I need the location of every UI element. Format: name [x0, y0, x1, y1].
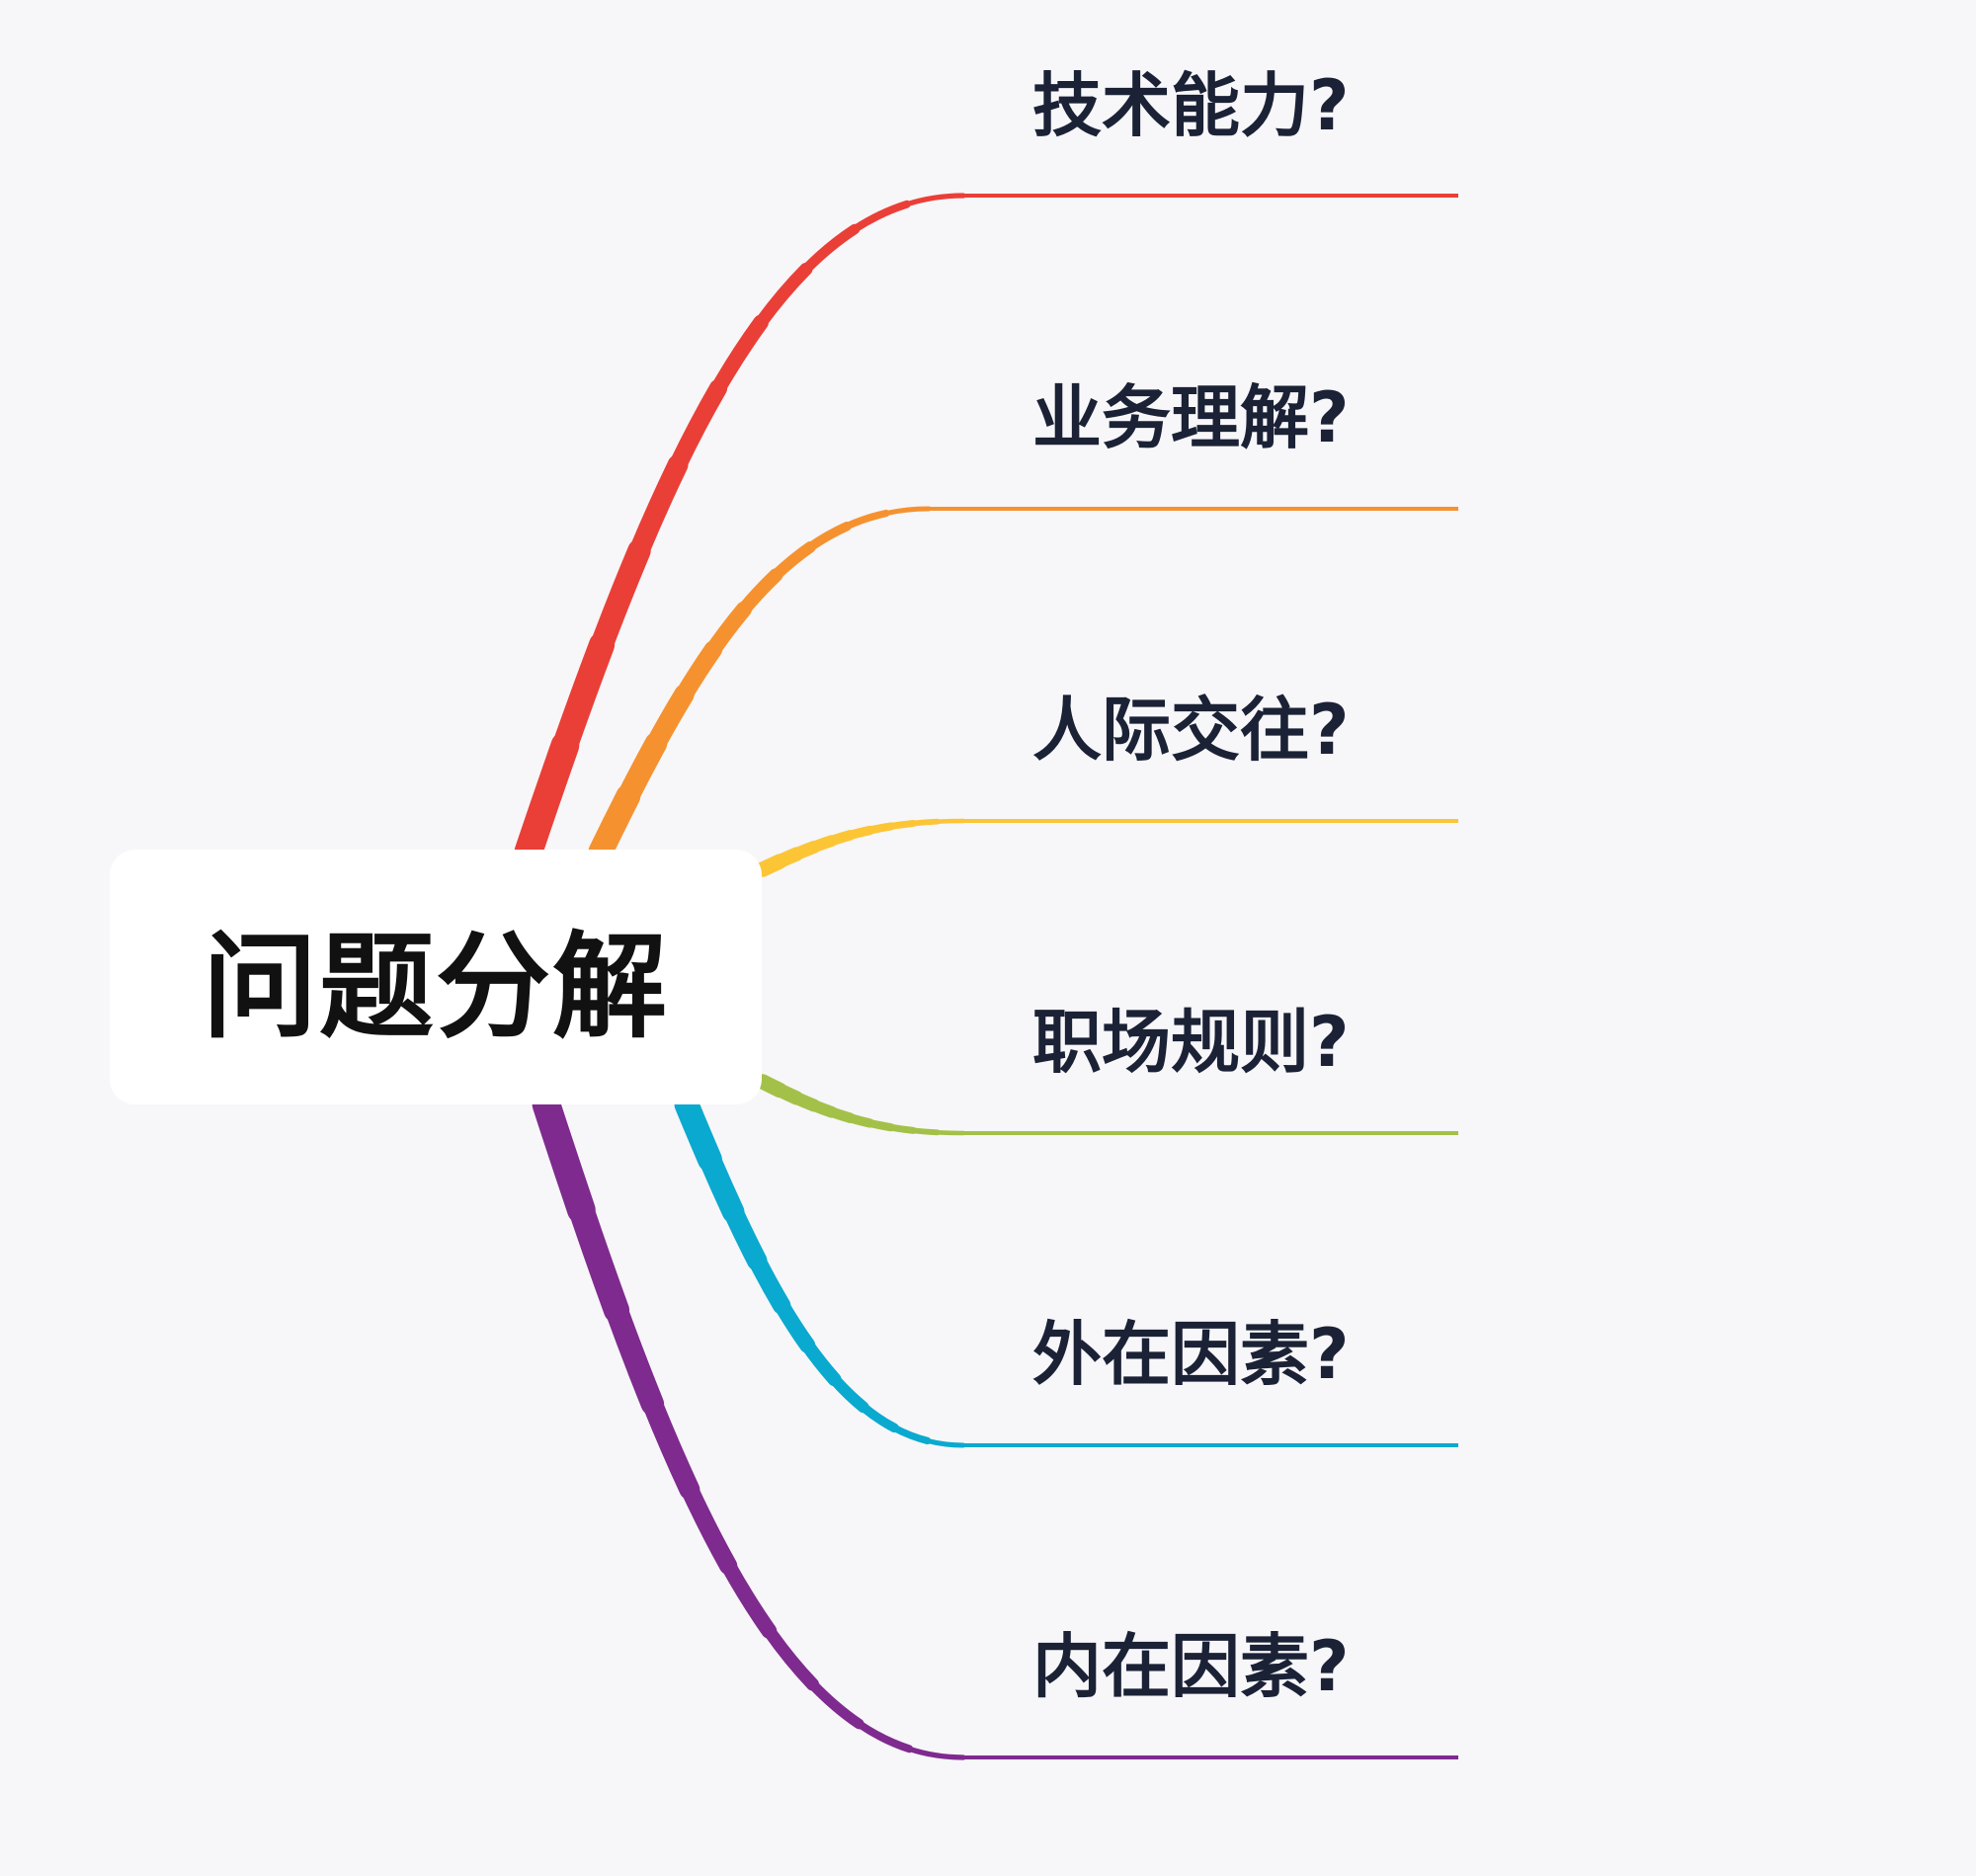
branch-curve-5: [859, 1402, 899, 1433]
branch-curve-1: [800, 223, 861, 275]
branch-curve-2: [770, 541, 816, 582]
branch-curve-6: [532, 1090, 596, 1225]
branch-curve-3: [887, 820, 917, 830]
branch-curve-5: [800, 1338, 842, 1387]
branch-label-1[interactable]: 技术能力?: [1032, 65, 1350, 146]
branch-curve-4: [935, 1130, 966, 1136]
branch-curve-2: [883, 506, 932, 517]
root-label: 问题分解: [203, 921, 669, 1054]
branch-curve-1: [851, 200, 911, 233]
branch-curve-3: [910, 818, 941, 827]
branch-curve-2: [843, 509, 890, 530]
branch-curve-5: [890, 1424, 932, 1445]
branch-curve-3: [935, 818, 966, 824]
branch-curve-4: [910, 1127, 941, 1136]
branch-label-5[interactable]: 外在因素?: [1032, 1314, 1350, 1395]
branch-curve-1: [514, 731, 580, 866]
branch-curve-2: [704, 601, 752, 658]
branch-curve-5: [925, 1437, 966, 1448]
branch-curve-6: [641, 1393, 700, 1501]
branch-label-6[interactable]: 内在因素?: [1032, 1626, 1350, 1707]
branch-curve-6: [720, 1557, 778, 1639]
branch-curve-1: [904, 193, 966, 207]
branch-curve-1: [668, 378, 728, 474]
branch-curve-1: [710, 314, 769, 396]
branch-curve-6: [605, 1298, 665, 1416]
branch-curve-6: [855, 1720, 914, 1754]
branch-curve-1: [590, 538, 651, 657]
branch-curve-5: [828, 1373, 869, 1414]
branch-curve-4: [887, 1123, 917, 1134]
branch-curve-2: [736, 568, 783, 616]
branch-curve-1: [754, 262, 813, 330]
branch-label-3[interactable]: 人际交往?: [1032, 690, 1350, 771]
root-node[interactable]: 问题分解: [110, 850, 762, 1104]
branch-curve-6: [762, 1624, 819, 1691]
branch-curve-2: [675, 640, 723, 704]
branch-curve-6: [568, 1196, 630, 1324]
branch-label-4[interactable]: 职场规则?: [1032, 1002, 1350, 1083]
branch-curve-5: [774, 1297, 816, 1353]
branch-curve-6: [680, 1480, 738, 1575]
branch-curve-6: [807, 1678, 864, 1730]
branch-curve-1: [628, 454, 689, 561]
branch-label-2[interactable]: 业务理解?: [1032, 377, 1350, 458]
branch-curve-6: [906, 1746, 966, 1760]
branch-curve-1: [551, 631, 616, 759]
branch-curve-2: [805, 522, 852, 552]
